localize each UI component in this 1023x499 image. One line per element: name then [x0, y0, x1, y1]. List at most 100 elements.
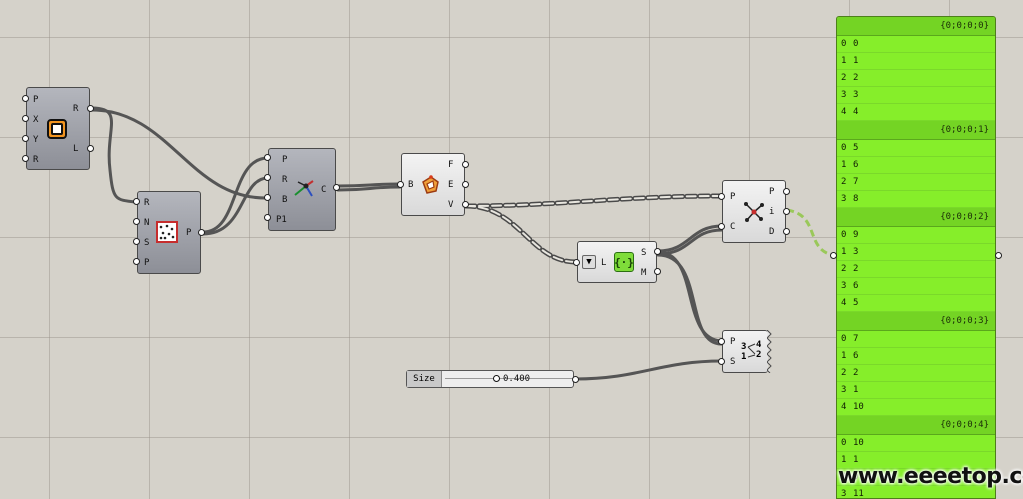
pop2-output-grip-p[interactable] [198, 229, 205, 236]
panel-row-index: 0 [841, 230, 847, 240]
watermark: www.eeeetop.com [838, 464, 1023, 489]
component-populate-rect[interactable]: P X Y R R L [26, 87, 90, 170]
brep-input-grip-b[interactable] [397, 181, 404, 188]
number-slider-size[interactable]: Size 0.400 [406, 370, 574, 388]
pop2-input-grip-s[interactable] [133, 238, 140, 245]
closest-input-grip-p1[interactable] [264, 214, 271, 221]
panel-row-value: 6 [853, 160, 859, 170]
closest-input-grip-p[interactable] [264, 154, 271, 161]
input-label-c: C [730, 222, 736, 232]
cloud-input-grip-c[interactable] [718, 223, 725, 230]
input-label-p: P [33, 95, 39, 105]
output-label-s: S [641, 248, 647, 258]
cloud-output-grip-p[interactable] [783, 188, 790, 195]
path-input-grip-p[interactable] [718, 338, 725, 345]
input-label-p: P [144, 258, 150, 268]
wire-closest-c-to-bounds-b-2 [336, 185, 402, 192]
pop2-input-grip-n[interactable] [133, 218, 140, 225]
listlen-output-grip-s[interactable] [654, 248, 661, 255]
pop-input-grip-x[interactable] [22, 115, 29, 122]
brep-components-icon [419, 174, 441, 196]
cloud-input-grip-p[interactable] [718, 193, 725, 200]
pop-input-grip-p[interactable] [22, 95, 29, 102]
panel-row-index: 4 [841, 402, 847, 412]
closest-points-cloud-icon [742, 200, 766, 224]
panel-row-index: 4 [841, 107, 847, 117]
panel-row-index: 1 [841, 351, 847, 361]
brep-output-grip-f[interactable] [462, 161, 469, 168]
panel-row-value: 3 [853, 90, 859, 100]
listlen-input-grip[interactable] [573, 259, 580, 266]
slider-label: Size [407, 371, 442, 387]
component-populate-region[interactable]: R N S P P [137, 191, 201, 274]
panel-output-grip[interactable] [995, 252, 1002, 259]
closest-points-icon [292, 177, 316, 201]
output-label-i: i [769, 207, 775, 217]
brep-output-grip-v[interactable] [462, 201, 469, 208]
component-brep-components[interactable]: B F E V [401, 153, 465, 216]
populate-region-icon [156, 221, 178, 243]
panel-branch-header: {0;0;0;3} [837, 312, 995, 331]
wire-listlen-s-to-path-p-2 [656, 253, 724, 346]
panel-branch-header: {0;0;0;0} [837, 17, 995, 36]
input-label-y: Y [33, 135, 39, 145]
path-mapper-icon-digit: 1 [741, 352, 747, 362]
input-label-s: S [144, 238, 150, 248]
input-label-p: P [730, 337, 736, 347]
input-arrow-icon: ▼ [582, 255, 596, 269]
slider-track[interactable] [445, 378, 573, 381]
wire-bounds-v-to-cloud-p [463, 193, 725, 209]
pop2-input-grip-p[interactable] [133, 258, 140, 265]
pop-output-grip-l[interactable] [87, 145, 94, 152]
component-closest-points[interactable]: P R B P1 C [268, 148, 336, 231]
slider-knob[interactable] [493, 375, 500, 382]
component-path-mapper[interactable]: P S 3 4 1 2 [722, 330, 772, 373]
wire-listlen-s-to-path-p [656, 250, 724, 343]
path-input-grip-s[interactable] [718, 358, 725, 365]
panel-row-index: 1 [841, 455, 847, 465]
panel-row-value: 7 [853, 177, 859, 187]
input-label-p: P [730, 192, 736, 202]
listlen-output-grip-m[interactable] [654, 268, 661, 275]
output-label-f: F [448, 160, 454, 170]
pop-input-grip-r[interactable] [22, 155, 29, 162]
component-list-length[interactable]: ▼ L {·} S M [577, 241, 657, 283]
output-label-r: R [73, 104, 79, 114]
component-closest-points-cloud[interactable]: P C P i D [722, 180, 786, 243]
slider-output-grip[interactable] [572, 376, 579, 383]
panel-row-value: 7 [853, 334, 859, 344]
wire-slider-to-path-s [573, 359, 724, 381]
panel-row-value: 5 [853, 298, 859, 308]
closest-input-grip-r[interactable] [264, 174, 271, 181]
pop2-input-grip-r[interactable] [133, 198, 140, 205]
closest-output-grip-c[interactable] [333, 184, 340, 191]
panel-row-index: 2 [841, 368, 847, 378]
input-label-r: R [282, 175, 288, 185]
panel-input-grip[interactable] [830, 252, 837, 259]
panel-row-value: 2 [853, 368, 859, 378]
output-label-p: P [769, 187, 775, 197]
pop-input-grip-y[interactable] [22, 135, 29, 142]
cloud-output-grip-d[interactable] [783, 228, 790, 235]
panel-row-value: 1 [853, 56, 859, 66]
brep-output-grip-e[interactable] [462, 181, 469, 188]
input-label-p1: P1 [276, 215, 287, 225]
panel-row-index: 3 [841, 194, 847, 204]
panel-row-value: 11 [853, 489, 864, 499]
closest-input-grip-b[interactable] [264, 194, 271, 201]
panel-branch-header: {0;0;0;2} [837, 208, 995, 227]
pop-output-grip-r[interactable] [87, 105, 94, 112]
path-mapper-icon-digit: 2 [756, 350, 762, 360]
input-label-s: S [730, 357, 736, 367]
output-label-c: C [321, 185, 327, 195]
cloud-output-grip-i[interactable] [783, 208, 790, 215]
